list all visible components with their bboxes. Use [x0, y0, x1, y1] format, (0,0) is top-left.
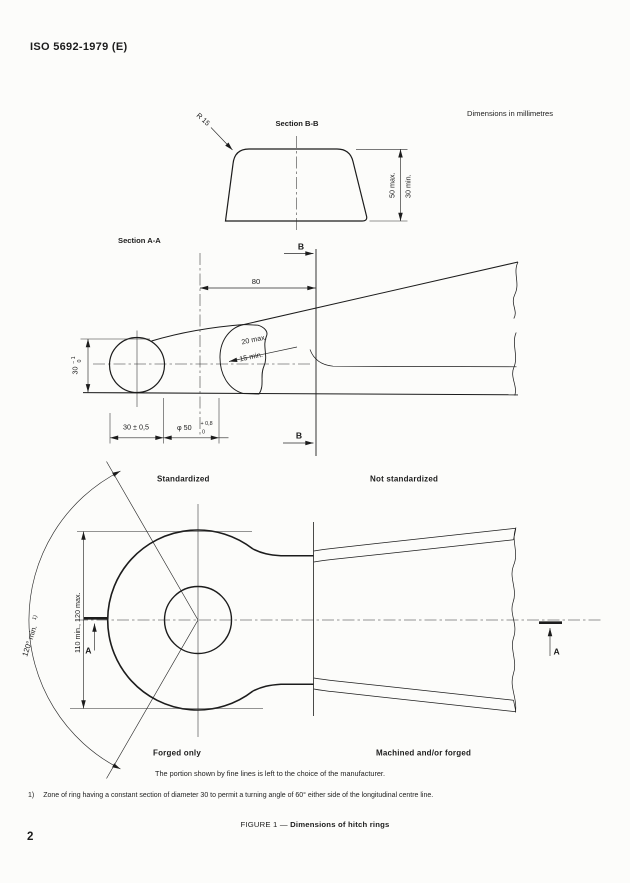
plan-view: Standardized Not standardized 120° min. … [20, 461, 601, 779]
angle-dim-arc [28, 470, 121, 770]
aa-marker-left: A [85, 646, 91, 656]
shank-top-contour [151, 261, 519, 342]
machined-forged-label: Machined and/or forged [376, 749, 471, 758]
height-tol-upper: − 1 [71, 356, 77, 364]
angle-label: 120° min. [20, 624, 39, 657]
section-aa-title: Section A-A [118, 236, 161, 245]
neck-top-outline [252, 548, 314, 557]
footnote-text: Zone of ring having a constant section o… [43, 791, 434, 799]
height-dim-label: 30 [71, 367, 80, 375]
standardized-label: Standardized [157, 475, 210, 484]
section-bb-title: Section B-B [275, 119, 319, 128]
bb-height-inner-label: 30 min. [404, 174, 413, 198]
hole-dim-label: φ 50 [177, 423, 192, 432]
plan-break-line [511, 527, 517, 713]
shank-broken-section [219, 324, 268, 395]
section-aa-view: Section A-A B B 80 20 [71, 236, 519, 456]
aa-marker-right: A [554, 647, 560, 657]
width-dim-label: 110 min., 120 max. [73, 592, 82, 653]
bb-marker-top: B [298, 242, 304, 252]
height-dim-label-group: 30 − 1 0 [71, 356, 84, 374]
shank-fine-line [309, 349, 517, 368]
hole-tol-minus: 0 [202, 430, 205, 436]
hole-tol-plus: + 0,8 [201, 421, 213, 427]
shank-bottom-inner [313, 677, 514, 701]
bb-radius-leader [210, 127, 233, 151]
units-note: Dimensions in millimetres [467, 109, 554, 118]
shank-top-outer [313, 527, 517, 552]
shank-bottom-contour [82, 392, 519, 396]
height-tol-lower: 0 [77, 360, 83, 363]
throat-max-label: 20 max. [241, 332, 268, 346]
manufacturer-note: The portion shown by fine lines is left … [155, 769, 385, 778]
neck-bottom-outline [252, 683, 314, 692]
figure-caption-prefix: FIGURE 1 — [240, 820, 288, 829]
throat-min-label: 15 min. [239, 350, 264, 364]
figure-caption: FIGURE 1 — Dimensions of hitch rings [0, 820, 630, 829]
figure-caption-name: Dimensions of hitch rings [290, 820, 390, 829]
bb-radius-label: R 15 [195, 111, 212, 128]
throat-leader [228, 346, 298, 362]
angle-footnote-ref: 1) [32, 614, 39, 621]
page-number: 2 [27, 831, 34, 843]
bb-marker-bottom: B [296, 431, 302, 441]
angle-ray-upper [106, 461, 199, 621]
bb-cross-section-outline [224, 148, 368, 222]
shank-break-line [512, 261, 519, 396]
document-number: ISO 5692-1979 (E) [30, 41, 128, 53]
length-dim-label: 80 [252, 277, 260, 286]
footnote: 1) Zone of ring having a constant sectio… [28, 792, 608, 799]
angle-label-group: 120° min. 1) [20, 614, 39, 657]
not-standardized-label: Not standardized [370, 475, 438, 484]
section-bb-view: Section B-B 50 max. 30 min. R 15 [195, 111, 413, 233]
shank-bottom-outer [313, 688, 517, 713]
bb-height-outer-label: 50 max. [388, 172, 397, 198]
forged-only-label: Forged only [153, 749, 201, 758]
angle-ray-lower [106, 619, 199, 779]
footnote-marker: 1) [28, 791, 35, 799]
bar-dim-label: 30 ± 0,5 [123, 423, 149, 432]
shank-top-inner [313, 539, 514, 563]
